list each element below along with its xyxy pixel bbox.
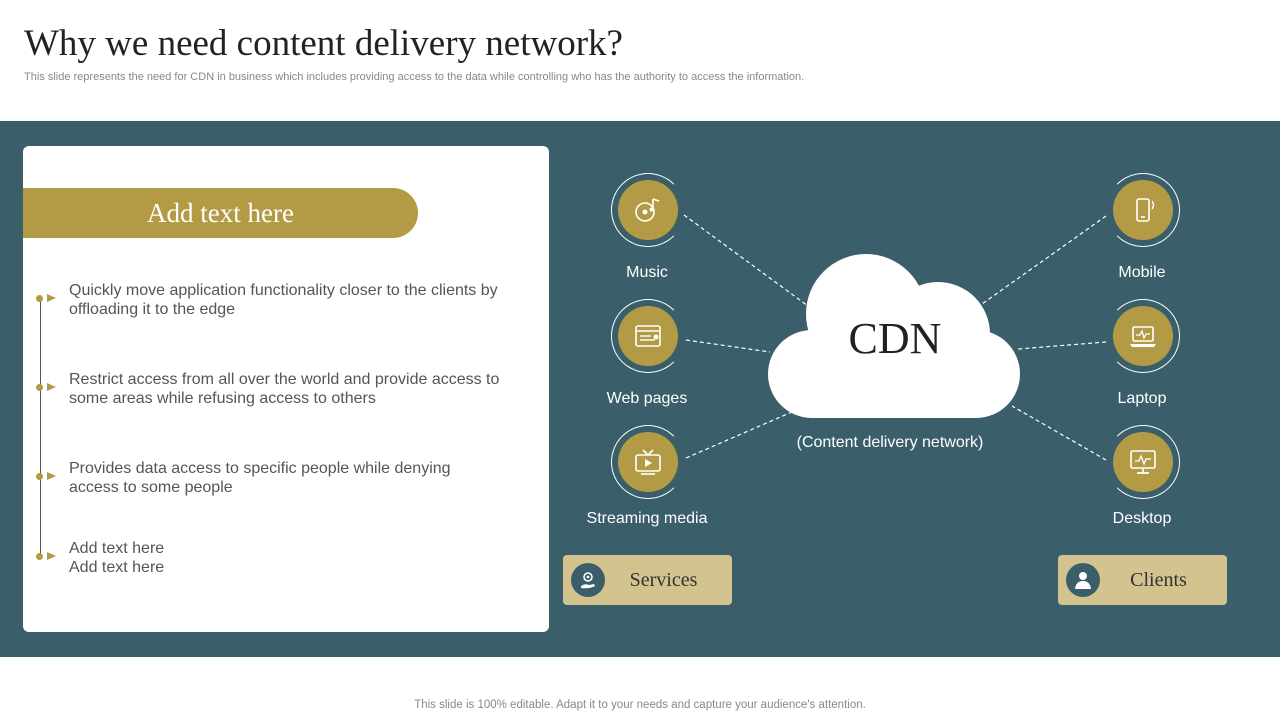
slide-title: Why we need content delivery network? — [24, 23, 623, 64]
web-page-icon — [618, 306, 678, 366]
bullet-item: Restrict access from all over the world … — [69, 371, 500, 407]
laptop-icon — [1113, 306, 1173, 366]
services-gear-hand-icon — [571, 563, 605, 597]
node-label-desktop: Desktop — [1112, 510, 1172, 527]
bullet-marker — [36, 551, 58, 561]
bullet-marker — [36, 471, 58, 481]
slide-subtitle: This slide represents the need for CDN i… — [24, 71, 805, 83]
cdn-sublabel: (Content delivery network) — [796, 434, 984, 451]
clients-button[interactable]: Clients — [1058, 555, 1227, 605]
bullet-marker — [36, 382, 58, 392]
slide-footer: This slide is 100% editable. Adapt it to… — [414, 699, 866, 711]
node-label-streaming-media: Streaming media — [586, 510, 708, 527]
streaming-tv-icon — [618, 432, 678, 492]
clients-user-icon — [1066, 563, 1100, 597]
node-label-music: Music — [626, 264, 668, 281]
services-label: Services — [629, 568, 698, 591]
node-label-web-pages: Web pages — [606, 390, 688, 407]
clients-label: Clients — [1130, 568, 1187, 591]
timeline-line — [40, 298, 41, 557]
mobile-phone-icon — [1113, 180, 1173, 240]
node-label-mobile: Mobile — [1118, 264, 1166, 281]
music-disc-icon — [618, 180, 678, 240]
bullet-marker — [36, 293, 58, 303]
desktop-monitor-icon — [1113, 432, 1173, 492]
services-button[interactable]: Services — [563, 555, 732, 605]
bullet-item: Quickly move application functionality c… — [69, 282, 498, 318]
panel-heading: Add text here — [23, 188, 418, 238]
bullet-item: Provides data access to specific people … — [69, 460, 451, 496]
node-label-laptop: Laptop — [1117, 390, 1167, 407]
cdn-label: CDN — [848, 314, 942, 363]
